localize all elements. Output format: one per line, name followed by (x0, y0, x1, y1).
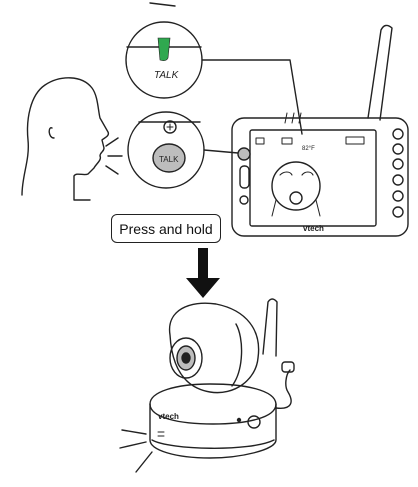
camera-antenna (263, 299, 277, 356)
right-button (393, 191, 403, 201)
person-ear (49, 128, 54, 138)
right-button (393, 175, 403, 185)
speech-line (106, 166, 118, 174)
sound-line (120, 442, 146, 448)
baby-face (272, 162, 320, 210)
leader-line-talk (204, 150, 238, 153)
top-edge-line (150, 3, 175, 6)
person-head-outline (22, 78, 108, 200)
pacifier (290, 192, 302, 204)
down-arrow (186, 248, 220, 298)
right-button (393, 144, 403, 154)
parent-monitor-body (232, 118, 408, 236)
camera-brand-logo: vtech (158, 412, 179, 421)
monitor-antenna (368, 25, 392, 120)
sound-line (122, 430, 146, 434)
talk-led-green (158, 38, 170, 61)
talk-led-label: TALK (154, 70, 178, 81)
monitor-brand-logo: vtech (303, 224, 324, 233)
camera-base (150, 384, 276, 458)
volume-rocker (240, 166, 249, 188)
press-and-hold-label: Press and hold (111, 214, 221, 243)
talk-button-monitor (238, 148, 250, 160)
right-button (393, 159, 403, 169)
temperature-readout: 82°F (302, 146, 315, 152)
sound-line (136, 452, 152, 472)
camera-cable (276, 370, 291, 408)
talk-button-label: TALK (159, 155, 178, 164)
speech-line (106, 138, 118, 146)
leader-line-led (202, 60, 302, 134)
side-button (240, 196, 248, 204)
camera-knob (248, 416, 260, 428)
right-button (393, 129, 403, 139)
right-button (393, 207, 403, 217)
